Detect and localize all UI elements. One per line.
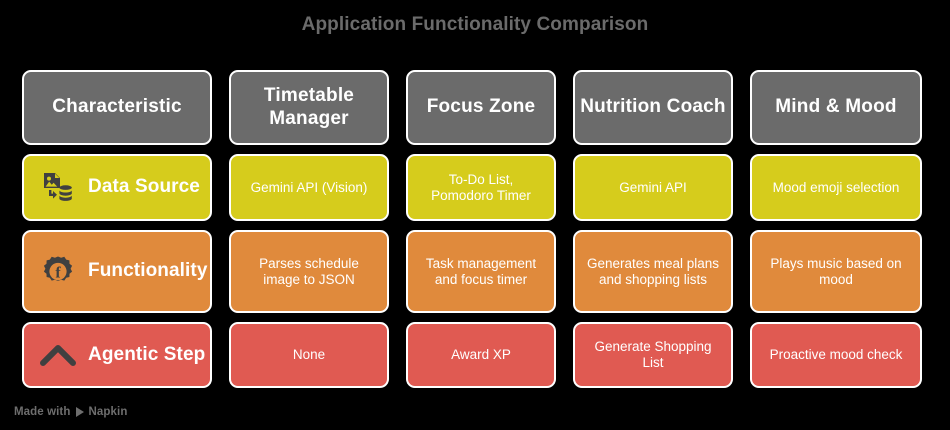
- cell-functionality-focus-zone: Task management and focus timer: [406, 230, 556, 313]
- header-cell-mind-and-mood: Mind & Mood: [750, 70, 922, 145]
- napkin-watermark: Made with Napkin: [14, 406, 127, 418]
- cell-functionality-nutrition-coach: Generates meal plans and shopping lists: [573, 230, 733, 313]
- table-row-functionality: f Functionality Parses schedule image to…: [22, 230, 922, 313]
- header-cell-timetable-manager: Timetable Manager: [229, 70, 389, 145]
- comparison-table: Characteristic Timetable Manager Focus Z…: [22, 70, 922, 388]
- row-label-functionality: f Functionality: [22, 230, 212, 313]
- watermark-prefix: Made with: [14, 406, 71, 418]
- cell-data-source-mind-and-mood: Mood emoji selection: [750, 154, 922, 221]
- row-label-data-source: Data Source: [22, 154, 212, 221]
- cell-functionality-timetable-manager: Parses schedule image to JSON: [229, 230, 389, 313]
- cell-data-source-nutrition-coach: Gemini API: [573, 154, 733, 221]
- watermark-brand: Napkin: [88, 406, 128, 418]
- chevron-up-icon: [38, 335, 78, 375]
- cell-data-source-focus-zone: To-Do List, Pomodoro Timer: [406, 154, 556, 221]
- cell-agentic-step-focus-zone: Award XP: [406, 322, 556, 388]
- page-title: Application Functionality Comparison: [301, 14, 649, 35]
- play-triangle-icon: [75, 407, 84, 417]
- header-cell-focus-zone: Focus Zone: [406, 70, 556, 145]
- row-label-agentic-step: Agentic Step: [22, 322, 212, 388]
- image-to-database-icon: [38, 168, 78, 208]
- row-label-text: Agentic Step: [88, 343, 206, 365]
- cell-agentic-step-nutrition-coach: Generate Shopping List: [573, 322, 733, 388]
- cell-agentic-step-mind-and-mood: Proactive mood check: [750, 322, 922, 388]
- table-header-row: Characteristic Timetable Manager Focus Z…: [22, 70, 922, 145]
- header-cell-nutrition-coach: Nutrition Coach: [573, 70, 733, 145]
- row-label-text: Functionality: [88, 260, 208, 282]
- svg-text:f: f: [55, 264, 61, 281]
- table-row-agentic-step: Agentic Step None Award XP Generate Shop…: [22, 322, 922, 388]
- cell-agentic-step-timetable-manager: None: [229, 322, 389, 388]
- cell-functionality-mind-and-mood: Plays music based on mood: [750, 230, 922, 313]
- cell-data-source-timetable-manager: Gemini API (Vision): [229, 154, 389, 221]
- header-cell-characteristic: Characteristic: [22, 70, 212, 145]
- table-row-data-source: Data Source Gemini API (Vision) To-Do Li…: [22, 154, 922, 221]
- row-label-text: Data Source: [88, 176, 200, 198]
- gear-f-icon: f: [38, 252, 78, 292]
